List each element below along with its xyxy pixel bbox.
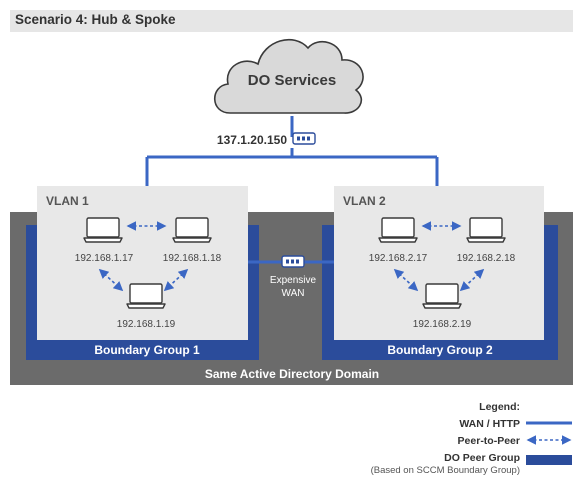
vlan-2-panel bbox=[334, 186, 544, 340]
router-ip: 137.1.20.150 bbox=[217, 133, 287, 147]
legend-peer-group-swatch bbox=[526, 455, 572, 465]
boundary-group-2-label: Boundary Group 2 bbox=[387, 343, 493, 357]
router-icon bbox=[292, 132, 316, 145]
host-label: 192.168.1.18 bbox=[163, 253, 222, 264]
legend-peer-group-label: DO Peer Group bbox=[444, 452, 520, 464]
diagram-title: Scenario 4: Hub & Spoke bbox=[15, 12, 176, 27]
peer-to-peer-links bbox=[98, 221, 485, 292]
host-label: 192.168.2.17 bbox=[369, 253, 428, 264]
host-label: 192.168.2.19 bbox=[413, 319, 472, 330]
laptop-icon bbox=[83, 217, 123, 243]
domain-label: Same Active Directory Domain bbox=[205, 367, 379, 381]
laptop-icon bbox=[422, 283, 462, 309]
laptop-icon bbox=[378, 217, 418, 243]
legend-wan-label: WAN / HTTP bbox=[459, 418, 520, 430]
legend-title: Legend: bbox=[479, 401, 520, 413]
wan-label-line2: WAN bbox=[282, 288, 305, 299]
wan-router-icon bbox=[281, 255, 305, 268]
host-label: 192.168.1.19 bbox=[117, 319, 176, 330]
host-label: 192.168.1.17 bbox=[75, 253, 134, 264]
cloud-shape bbox=[214, 38, 364, 114]
laptop-icon bbox=[126, 283, 166, 309]
wan-http-links bbox=[145, 116, 439, 264]
cloud-label: DO Services bbox=[248, 72, 336, 89]
legend-p2p-label: Peer-to-Peer bbox=[458, 435, 520, 447]
laptop-icon bbox=[172, 217, 212, 243]
title-banner: Scenario 4: Hub & Spoke bbox=[10, 10, 573, 32]
wan-label-line1: Expensive bbox=[270, 275, 317, 286]
host-label: 192.168.2.18 bbox=[457, 253, 516, 264]
boundary-group-1-label: Boundary Group 1 bbox=[94, 343, 200, 357]
laptop-icon bbox=[466, 217, 506, 243]
vlan-1-panel bbox=[37, 186, 248, 340]
legend-peer-group-note: (Based on SCCM Boundary Group) bbox=[371, 465, 520, 476]
vlan-2-title: VLAN 2 bbox=[343, 194, 386, 208]
vlan-1-title: VLAN 1 bbox=[46, 194, 89, 208]
